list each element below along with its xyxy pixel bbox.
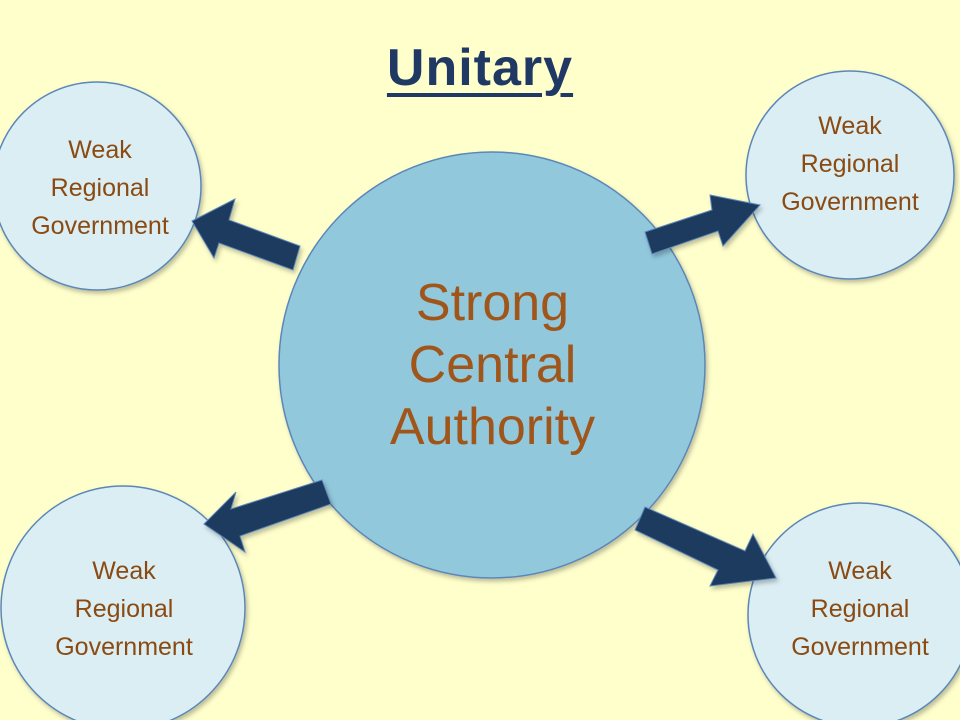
arrow-to-top-right (644, 194, 761, 255)
region-label-bottom-left: Weak Regional Government (55, 557, 193, 661)
arrow-to-top-left (191, 198, 301, 271)
center-circle (278, 151, 706, 579)
region-circle-top-left (0, 81, 202, 291)
region-circle-top-right (745, 70, 955, 280)
region-label-top-left: Weak Regional Government (31, 136, 169, 240)
region-label-bottom-right: Weak Regional Government (791, 557, 929, 661)
diagram-title: Unitary (386, 39, 574, 97)
region-label-top-right: Weak Regional Government (781, 112, 919, 216)
region-circle-bottom-left (0, 485, 246, 720)
arrow-to-bottom-left (203, 479, 332, 554)
center-label: Strong Central Authority (389, 274, 596, 456)
region-circle-bottom-right (747, 502, 960, 720)
arrow-to-bottom-right (634, 506, 777, 587)
